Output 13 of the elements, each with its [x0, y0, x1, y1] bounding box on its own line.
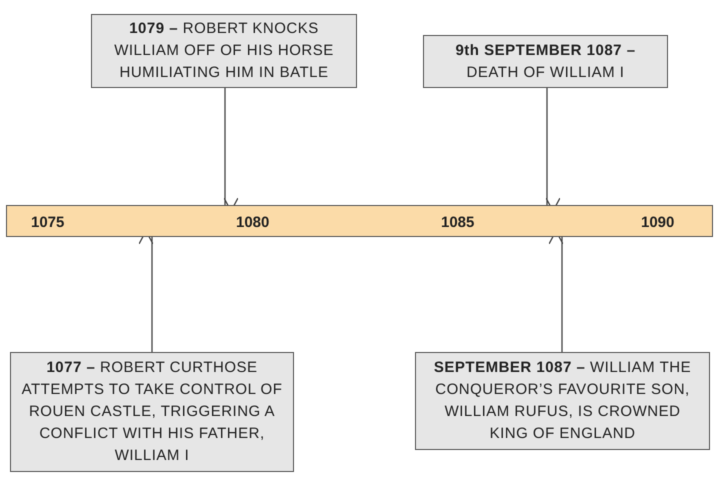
timeline-bar	[6, 205, 713, 237]
event-box	[10, 352, 294, 472]
year-label: 1080	[236, 213, 270, 233]
event-text: 1077 – ROBERT CURTHOSE ATTEMPTS TO TAKE CONTROL OF ROUEN CASTLE, TRIGGERING A CONFLICT WITH HIS FATHER, WILLIAM I	[20, 358, 284, 466]
event-box	[423, 35, 668, 88]
year-label: 1075	[31, 213, 64, 233]
year-label: 1090	[641, 213, 674, 233]
event-text: 1079 – ROBERT KNOCKS WILLIAM OFF OF HIS HORSE HUMILIATING HIM IN BATLE	[113, 19, 335, 83]
year-label: 1085	[441, 213, 474, 233]
event-text: 9th SEPTEMBER 1087 – DEATH OF WILLIAM I	[454, 40, 637, 82]
event-box	[415, 352, 710, 450]
event-box	[91, 14, 357, 88]
event-text: SEPTEMBER 1087 – WILLIAM THE CONQUEROR’S FAVOURITE SON, WILLIAM RUFUS, IS CROWNED KING OF ENGLAND	[432, 358, 692, 444]
